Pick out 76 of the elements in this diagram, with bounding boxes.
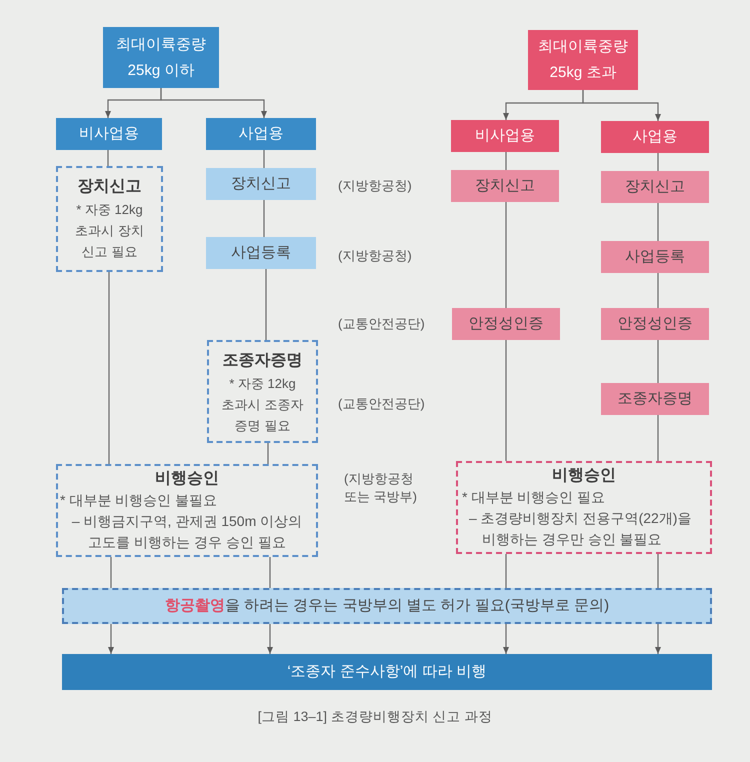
category-box <box>528 30 638 90</box>
arrow <box>582 90 661 121</box>
box-label: 사업용 <box>632 127 678 147</box>
connector-line <box>108 272 110 464</box>
connector-line <box>657 415 659 461</box>
dashed-note-box <box>56 166 163 272</box>
connector-line <box>505 340 507 461</box>
connector-line <box>657 153 659 171</box>
box-label: 안정성인증 <box>468 314 544 334</box>
box-label: 사업등록 <box>231 243 291 263</box>
box-label: 조종자증명 <box>618 389 692 409</box>
arrow <box>267 624 273 654</box>
agency-label: (교통안전공단) <box>338 315 425 333</box>
category-box <box>206 118 316 150</box>
connector-line <box>505 152 507 170</box>
box-heading: 장치신고 <box>78 177 142 197</box>
box-heading: 비행승인 <box>155 469 219 489</box>
box-note: * 자중 12kg 초과시 장치 신고 필요 <box>74 201 145 261</box>
category-box <box>601 121 709 153</box>
connector-line <box>505 554 507 588</box>
connector-line <box>505 202 507 308</box>
box-heading: 비행승인 <box>552 466 616 486</box>
process-box <box>601 241 709 273</box>
category-box <box>56 118 162 150</box>
category-box <box>103 27 219 88</box>
box-note: – 초경량비행장치 전용구역(22개)을 비행하는 경우만 승인 불필요 <box>468 509 692 549</box>
dashed-note-box <box>56 464 318 557</box>
notice-band <box>62 588 712 624</box>
connector-line <box>263 200 265 237</box>
connector-line <box>107 150 109 166</box>
dashed-note-box <box>207 340 318 443</box>
notice-text: 항공촬영을 하려는 경우는 국방부의 별도 허가 필요(국방부로 문의) <box>164 596 610 616</box>
box-label: 최대이륙중량 25kg 초과 <box>537 37 629 83</box>
process-box <box>601 171 709 203</box>
process-box <box>451 170 559 202</box>
figure-caption: [그림 13–1] 초경량비행장치 신고 과정 <box>258 708 492 726</box>
box-label: 최대이륙중량 25kg 이하 <box>115 34 207 80</box>
process-box <box>206 237 316 269</box>
agency-label: (교통안전공단) <box>338 395 425 413</box>
process-box <box>452 308 560 340</box>
process-box <box>601 383 709 415</box>
box-heading: 조종자증명 <box>222 351 302 371</box>
arrow <box>503 624 509 654</box>
connector-line <box>265 269 267 340</box>
connector-line <box>269 557 271 588</box>
box-note: * 대부분 비행승인 필요 <box>462 488 606 507</box>
connector-line <box>657 203 659 241</box>
arrow <box>655 624 661 654</box>
connector-line <box>657 340 659 383</box>
bar-label: ‘조종자 준수사항’에 따라 비행 <box>287 662 487 682</box>
box-label: 안정성인증 <box>618 314 692 334</box>
connector-line <box>657 554 659 588</box>
box-label: 장치신고 <box>231 174 291 194</box>
agency-label: (지방항공청 또는 국방부) <box>344 470 418 506</box>
box-note: – 비행금지구역, 관제권 150m 이상의 고도를 비행하는 경우 승인 필요 <box>70 512 304 552</box>
box-label: 비사업용 <box>475 126 535 146</box>
process-box <box>206 168 316 200</box>
connector-line <box>657 273 659 308</box>
final-step-bar <box>62 654 712 690</box>
arrow <box>108 624 114 654</box>
agency-label: (지방항공청) <box>338 247 412 265</box>
connector-line <box>267 443 269 464</box>
box-note: * 대부분 비행승인 불필요 <box>60 491 218 510</box>
box-label: 장치신고 <box>475 176 535 196</box>
category-box <box>451 120 559 152</box>
arrow <box>160 88 267 118</box>
box-label: 장치신고 <box>625 177 685 197</box>
box-label: 사업등록 <box>625 247 685 267</box>
box-note: * 자중 12kg 초과시 조종자 증명 필요 <box>220 375 304 435</box>
agency-label: (지방항공청) <box>338 177 412 195</box>
process-box <box>601 308 709 340</box>
connector-line <box>263 150 265 168</box>
box-label: 비사업용 <box>79 124 139 144</box>
box-label: 사업용 <box>238 124 284 144</box>
dashed-note-box <box>456 461 712 554</box>
connector-line <box>110 557 112 588</box>
